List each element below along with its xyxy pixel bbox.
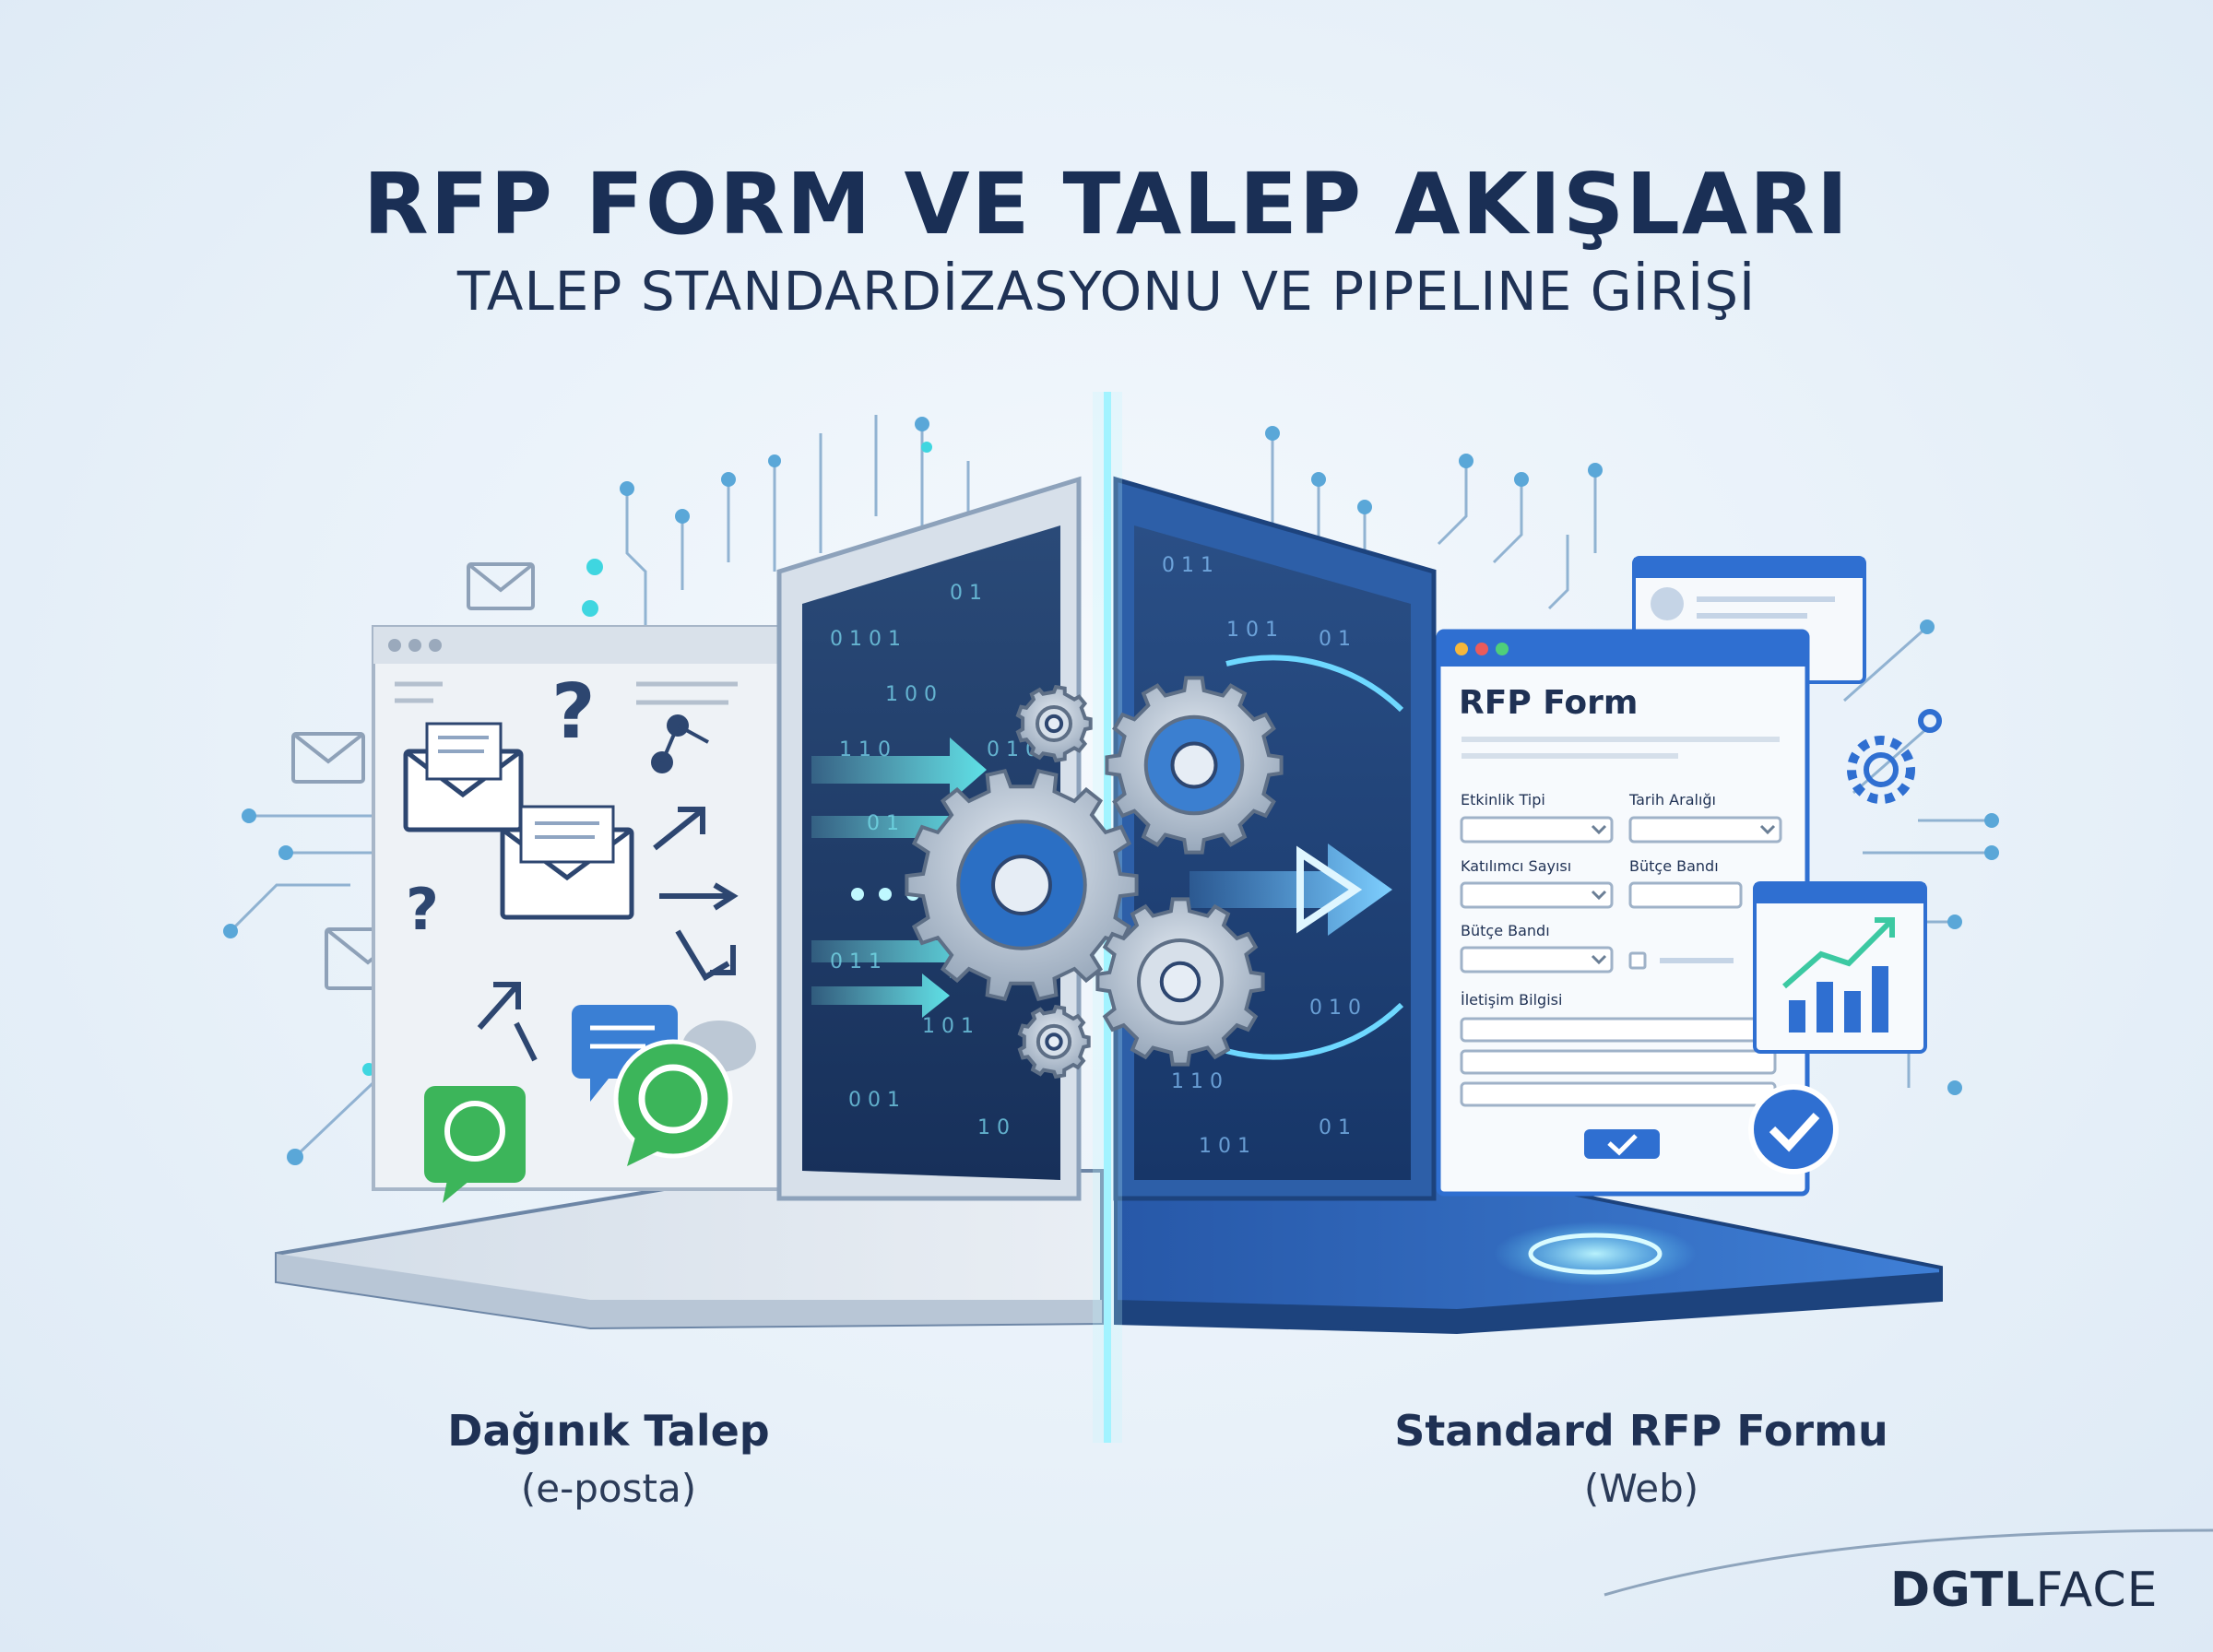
footer-line [1604,1528,2213,1597]
right-caption-subtitle: (Web) [1583,1466,1699,1511]
flow-arrows-left [811,738,987,1018]
form-label-budget-band: Bütçe Bandı [1629,857,1719,875]
small-gear-icon [1847,736,1915,804]
brand-logo: DGTLFACE [1890,1563,2159,1618]
svg-text:0 1: 0 1 [950,582,982,605]
arrow-icon [477,807,739,1062]
form-label-date-range: Tarih Aralığı [1629,791,1716,808]
svg-text:0 1 1: 0 1 1 [1162,554,1213,577]
form-label-event-type: Etkinlik Tipi [1461,791,1545,808]
page-title: RFP FORM VE TALEP AKIŞLARI [362,155,1851,254]
question-mark-icon: ? [551,668,596,756]
gear-icon [1095,897,1265,1067]
email-icon [403,722,634,920]
svg-text:1 0: 1 0 [977,1116,1010,1139]
svg-text:1 0 1: 1 0 1 [1199,1135,1250,1158]
svg-text:0 0 1: 0 0 1 [848,1089,900,1112]
gear-icon [905,768,1139,1002]
gear-icon [1015,684,1093,763]
svg-text:0 1: 0 1 [1319,1116,1351,1139]
whatsapp-icon [424,1039,733,1203]
chart-card [1753,881,1927,1054]
left-caption-title: Dağınık Talep [447,1406,770,1456]
submit-button [1584,1129,1660,1159]
svg-text:0 1 0: 0 1 0 [1309,997,1361,1020]
left-caption-subtitle: (e-posta) [520,1466,697,1511]
gear-icon [1105,676,1284,855]
svg-text:1 0 1: 1 0 1 [1226,619,1278,642]
rfp-form-window [1436,629,1810,1197]
gear-icon [905,676,1284,1080]
svg-text:0 1: 0 1 [1319,628,1351,651]
form-title: RFP Form [1459,684,1639,722]
scattered-emails: ? ? [403,668,756,1203]
right-caption-title: Standard RFP Formu [1394,1406,1888,1456]
svg-text:1 1 0: 1 1 0 [1171,1070,1223,1093]
form-label-participants: Katılımcı Sayısı [1461,857,1572,875]
form-label-budget-band-2: Bütçe Bandı [1461,922,1550,939]
question-mark-icon: ? [406,876,439,943]
form-label-contact-info: İletişim Bilgisi [1461,991,1563,1009]
right-platform [1114,1169,1943,1335]
svg-text:0 1 0 1: 0 1 0 1 [830,628,901,651]
flow-arrows-right [1189,844,1392,936]
svg-text:1 0 0: 1 0 0 [885,683,937,706]
gear-icon [1017,1004,1091,1080]
check-badge-icon [1748,1084,1839,1174]
svg-text:1 0 1: 1 0 1 [922,1015,974,1038]
page-subtitle: TALEP STANDARDİZASYONU VE PIPELINE GİRİŞ… [456,260,1757,323]
